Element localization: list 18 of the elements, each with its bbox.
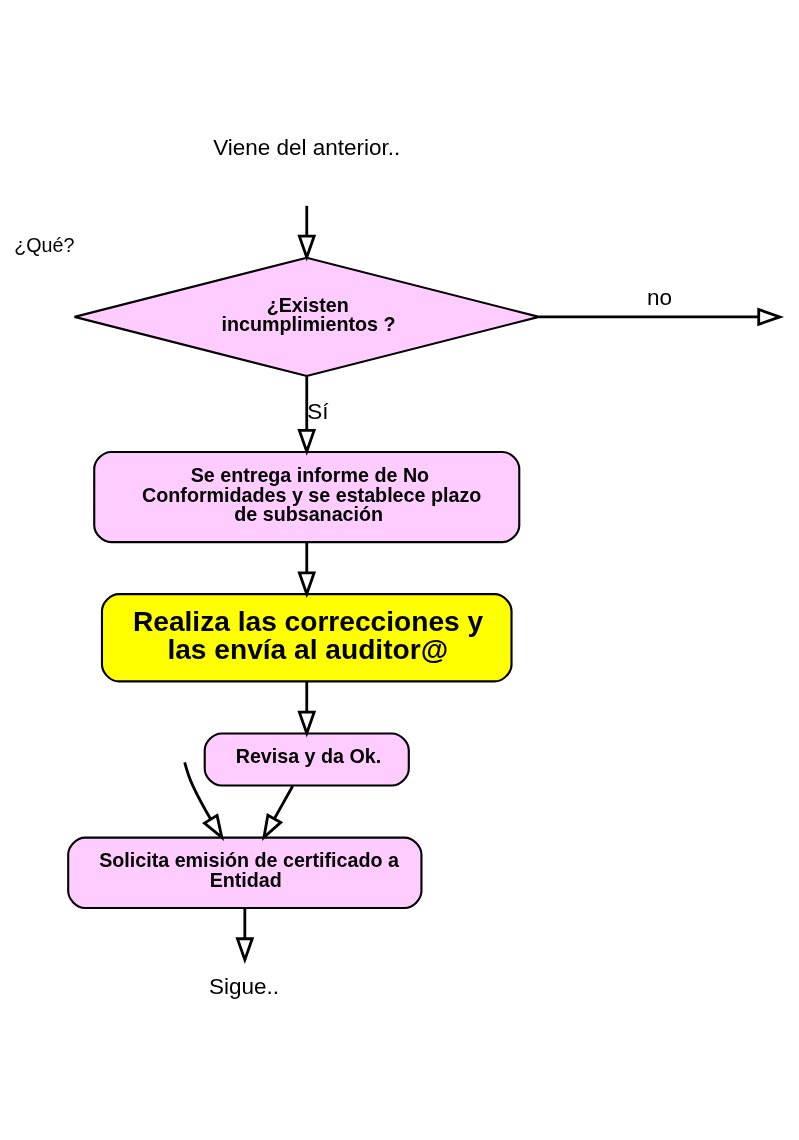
arrow bbox=[297, 375, 317, 456]
edge-label: no bbox=[646, 284, 672, 310]
node-label: ¿Qué? bbox=[14, 233, 75, 256]
arrow bbox=[539, 307, 785, 326]
arrow bbox=[297, 205, 317, 262]
node-box: Revisa y da Ok. bbox=[203, 731, 410, 787]
node-box: Realiza las correcciones y las envía al auditor@ bbox=[100, 592, 513, 682]
arrow bbox=[235, 907, 255, 964]
arrow bbox=[261, 784, 294, 841]
arrow bbox=[183, 761, 224, 841]
node-box: Solicita emisión de certificado a Entidad bbox=[67, 836, 423, 909]
node-diamond: ¿Existen incumplimientos ? bbox=[73, 256, 541, 377]
node-text: Sigue.. bbox=[208, 973, 279, 999]
node-box: Se entrega informe de No Conformidades y se establece plazo de subsanación bbox=[93, 450, 521, 543]
label: Viene del anterior.. bbox=[213, 134, 401, 160]
arrow bbox=[297, 541, 317, 598]
arrow bbox=[297, 680, 317, 738]
edge-label: Sí bbox=[307, 398, 329, 424]
